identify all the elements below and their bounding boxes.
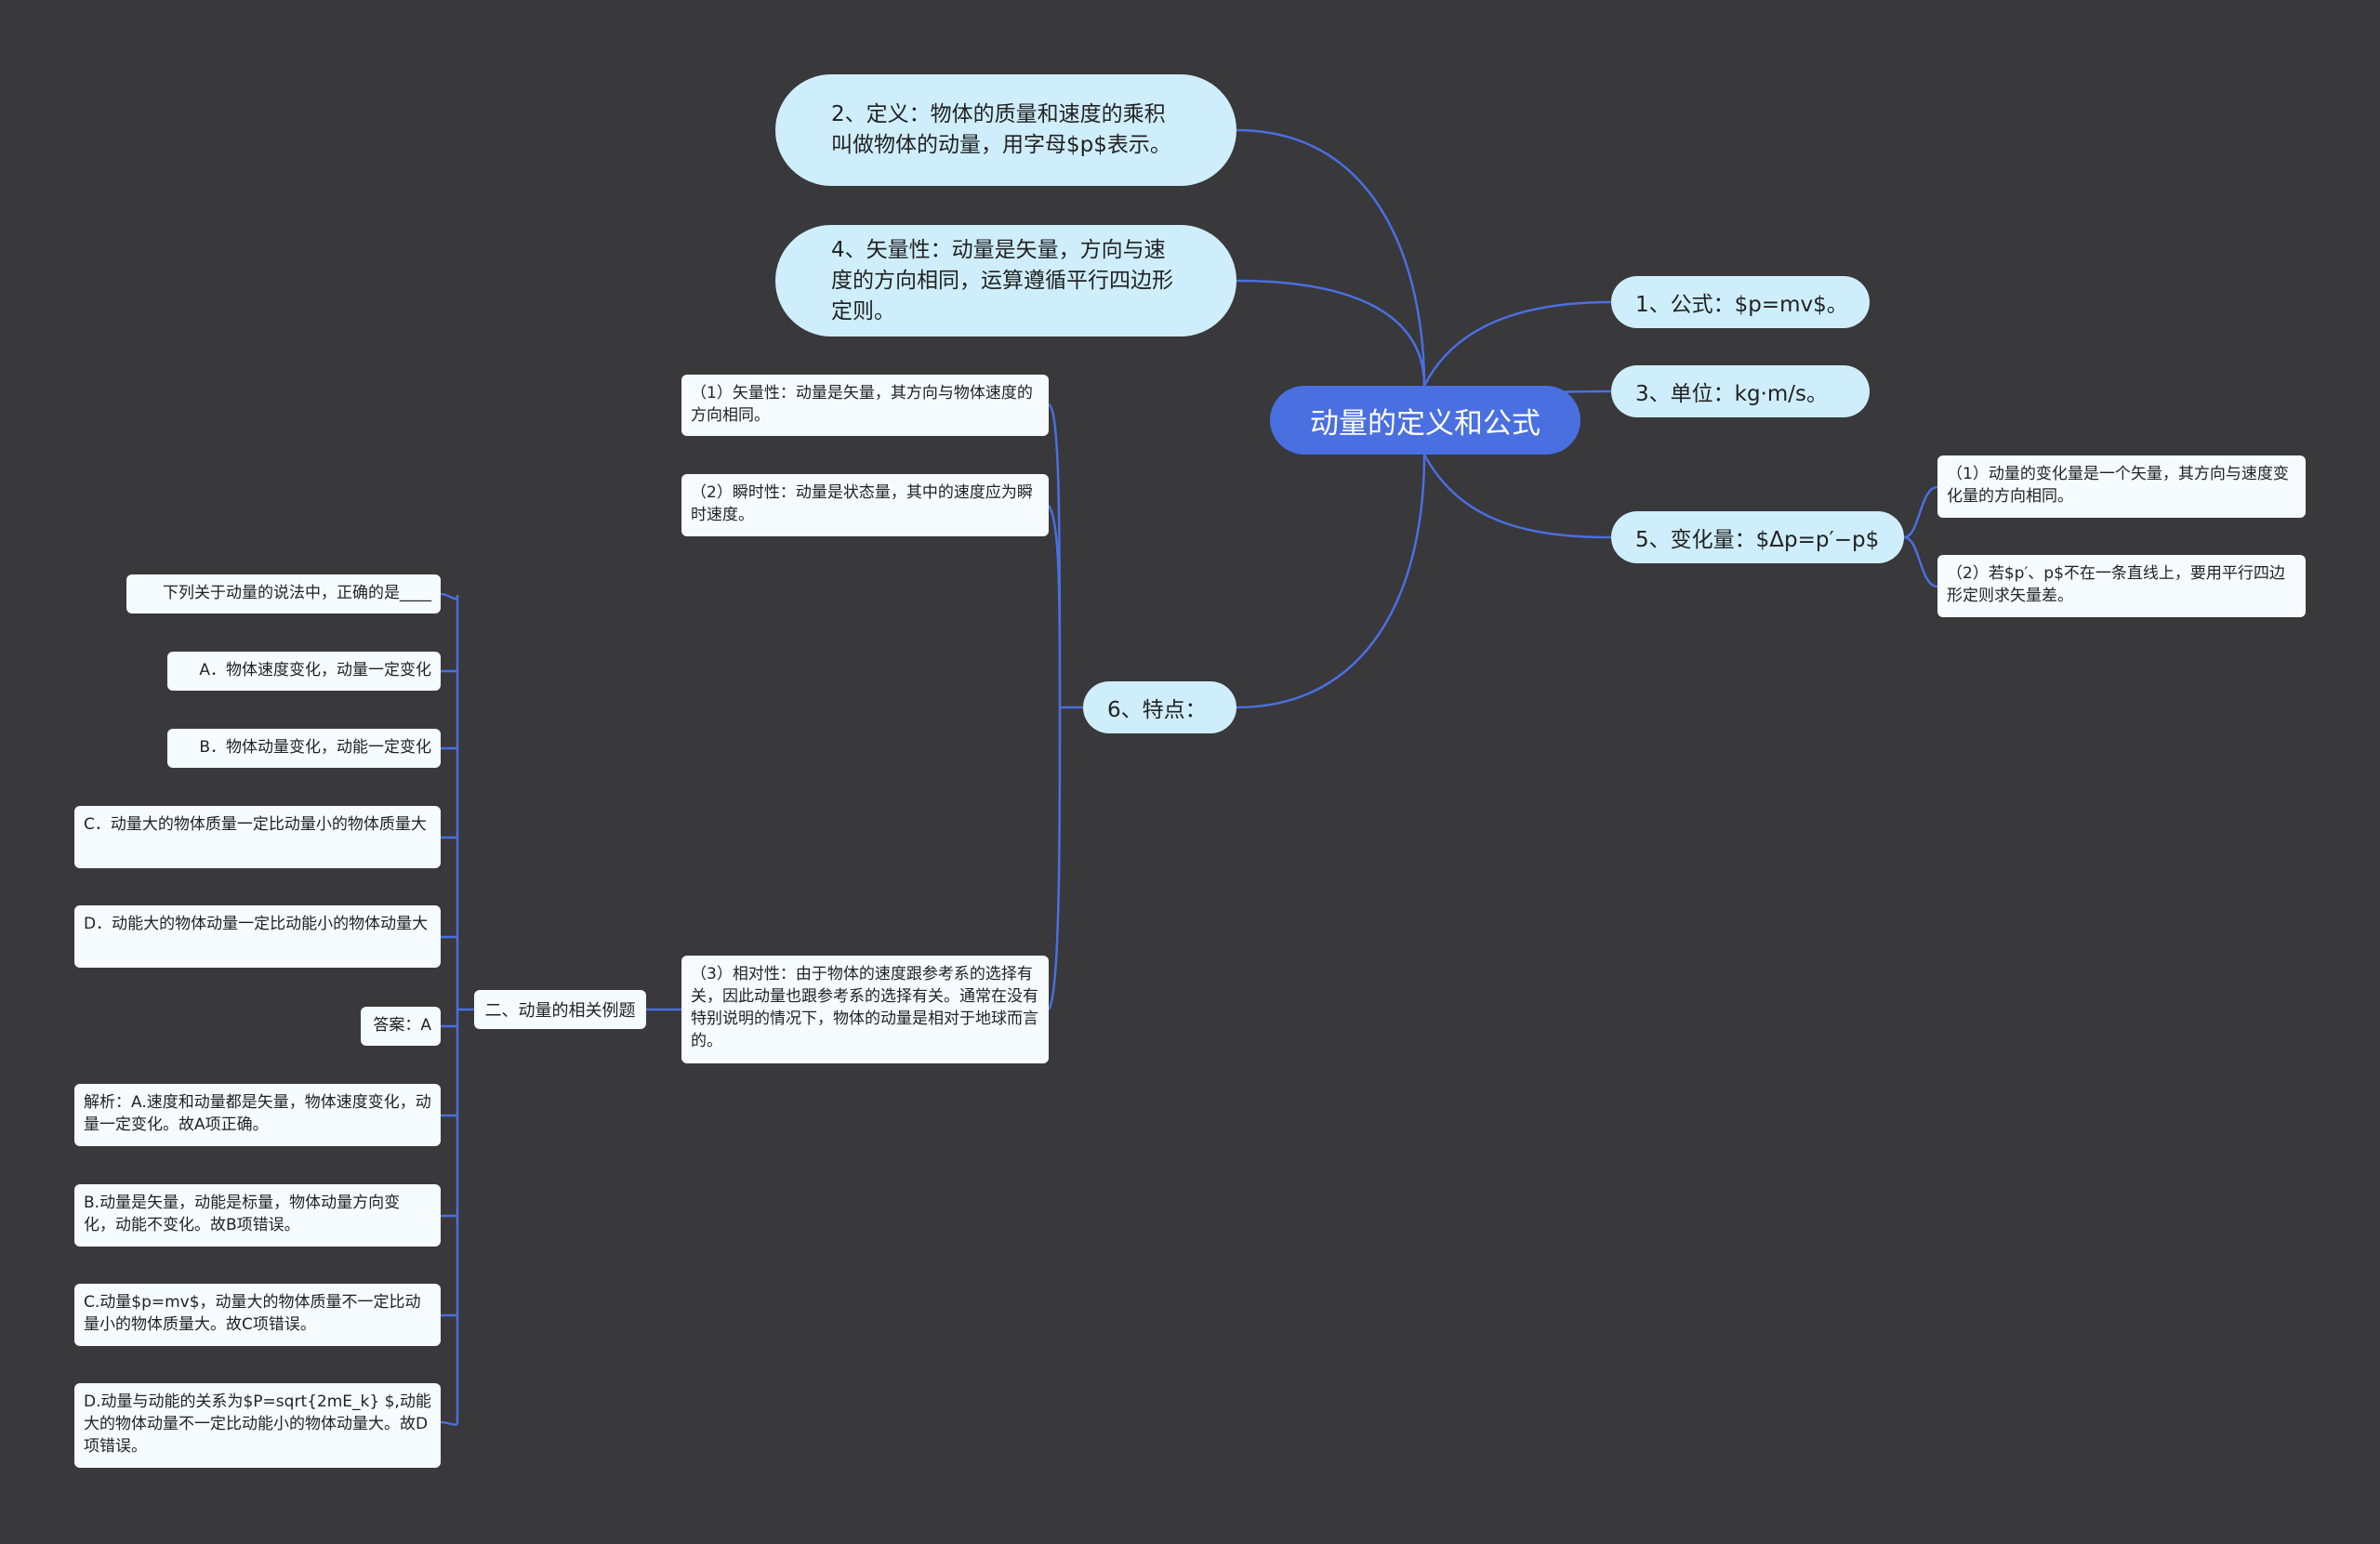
examples-node[interactable]: 二、动量的相关例题 bbox=[474, 990, 646, 1029]
feature-item-2-text: （2）瞬时性：动量是状态量，其中的速度应为瞬时速度。 bbox=[691, 483, 1033, 524]
example-analysis-c[interactable]: C.动量$p=mv$，动量大的物体质量不一定比动量小的物体质量大。故C项错误。 bbox=[74, 1284, 441, 1346]
example-option-b[interactable]: B．物体动量变化，动能一定变化 bbox=[167, 729, 441, 768]
example-option-b-text: B．物体动量变化，动能一定变化 bbox=[199, 738, 431, 757]
feature-item-3[interactable]: （3）相对性：由于物体的速度跟参考系的选择有关，因此动量也跟参考系的选择有关。通… bbox=[681, 956, 1049, 1063]
change-item-1-text: （1）动量的变化量是一个矢量，其方向与速度变化量的方向相同。 bbox=[1947, 465, 2289, 506]
example-option-d[interactable]: D．动能大的物体动量一定比动能小的物体动量大 bbox=[74, 905, 441, 968]
formula-node[interactable]: 1、公式：$p=mv$。 bbox=[1611, 276, 1870, 328]
definition-node[interactable]: 2、定义：物体的质量和速度的乘积叫做物体的动量，用字母$p$表示。 bbox=[775, 74, 1236, 186]
link-root-formula bbox=[1422, 300, 1612, 387]
example-answer[interactable]: 答案：A bbox=[361, 1007, 441, 1046]
example-analysis-c-text: C.动量$p=mv$，动量大的物体质量不一定比动量小的物体质量大。故C项错误。 bbox=[84, 1293, 421, 1334]
example-analysis-a[interactable]: 解析：A.速度和动量都是矢量，物体速度变化，动量一定变化。故A项正确。 bbox=[74, 1084, 441, 1146]
example-analysis-b[interactable]: B.动量是矢量，动能是标量，物体动量方向变化，动能不变化。故B项错误。 bbox=[74, 1184, 441, 1247]
example-answer-text: 答案：A bbox=[373, 1016, 431, 1035]
change-text: 5、变化量：$Δp=p′−p$ bbox=[1635, 528, 1880, 552]
example-option-a-text: A．物体速度变化，动量一定变化 bbox=[199, 661, 431, 680]
example-option-c-text: C．动量大的物体质量一定比动量小的物体质量大 bbox=[84, 815, 427, 834]
link-change-items bbox=[1903, 485, 1938, 588]
vector-node[interactable]: 4、矢量性：动量是矢量，方向与速度的方向相同，运算遵循平行四边形定则。 bbox=[775, 225, 1236, 337]
link-root-features bbox=[1236, 454, 1426, 709]
change-item-2[interactable]: （2）若$p′、p$不在一条直线上，要用平行四边形定则求矢量差。 bbox=[1937, 555, 2306, 617]
example-question[interactable]: 下列关于动量的说法中，正确的是____ bbox=[126, 574, 441, 614]
examples-text: 二、动量的相关例题 bbox=[484, 1001, 636, 1021]
feature-item-1[interactable]: （1）矢量性：动量是矢量，其方向与物体速度的方向相同。 bbox=[681, 375, 1049, 436]
unit-node[interactable]: 3、单位：kg·m/s。 bbox=[1611, 365, 1870, 417]
example-analysis-d-text: D.动量与动能的关系为$P=sqrt{2mE_k} $,动能大的物体动量不一定比… bbox=[84, 1392, 431, 1456]
example-question-text: 下列关于动量的说法中，正确的是____ bbox=[163, 584, 431, 602]
formula-text: 1、公式：$p=mv$。 bbox=[1635, 293, 1848, 317]
example-option-a[interactable]: A．物体速度变化，动量一定变化 bbox=[167, 652, 441, 691]
features-text: 6、特点： bbox=[1107, 698, 1207, 722]
unit-text: 3、单位：kg·m/s。 bbox=[1635, 382, 1828, 406]
example-option-c[interactable]: C．动量大的物体质量一定比动量小的物体质量大 bbox=[74, 806, 441, 868]
feature-item-3-text: （3）相对性：由于物体的速度跟参考系的选择有关，因此动量也跟参考系的选择有关。通… bbox=[691, 965, 1038, 1050]
feature-item-1-text: （1）矢量性：动量是矢量，其方向与物体速度的方向相同。 bbox=[691, 384, 1033, 425]
example-analysis-d[interactable]: D.动量与动能的关系为$P=sqrt{2mE_k} $,动能大的物体动量不一定比… bbox=[74, 1383, 441, 1468]
features-node[interactable]: 6、特点： bbox=[1083, 681, 1236, 733]
change-item-2-text: （2）若$p′、p$不在一条直线上，要用平行四边形定则求矢量差。 bbox=[1947, 564, 2285, 605]
link-examples-items bbox=[440, 592, 474, 1426]
link-features-items bbox=[1047, 402, 1083, 1010]
example-option-d-text: D．动能大的物体动量一定比动能小的物体动量大 bbox=[84, 915, 429, 933]
root-node[interactable]: 动量的定义和公式 bbox=[1270, 386, 1580, 455]
change-node[interactable]: 5、变化量：$Δp=p′−p$ bbox=[1611, 511, 1904, 563]
feature-item-2[interactable]: （2）瞬时性：动量是状态量，其中的速度应为瞬时速度。 bbox=[681, 474, 1049, 536]
change-item-1[interactable]: （1）动量的变化量是一个矢量，其方向与速度变化量的方向相同。 bbox=[1937, 455, 2306, 518]
link-root-definition bbox=[1236, 128, 1426, 387]
definition-text: 2、定义：物体的质量和速度的乘积叫做物体的动量，用字母$p$表示。 bbox=[831, 102, 1171, 157]
link-root-change bbox=[1422, 454, 1612, 539]
example-analysis-b-text: B.动量是矢量，动能是标量，物体动量方向变化，动能不变化。故B项错误。 bbox=[84, 1194, 401, 1234]
link-root-vector bbox=[1236, 279, 1426, 387]
vector-text: 4、矢量性：动量是矢量，方向与速度的方向相同，运算遵循平行四边形定则。 bbox=[831, 237, 1173, 323]
example-analysis-a-text: 解析：A.速度和动量都是矢量，物体速度变化，动量一定变化。故A项正确。 bbox=[84, 1093, 431, 1134]
